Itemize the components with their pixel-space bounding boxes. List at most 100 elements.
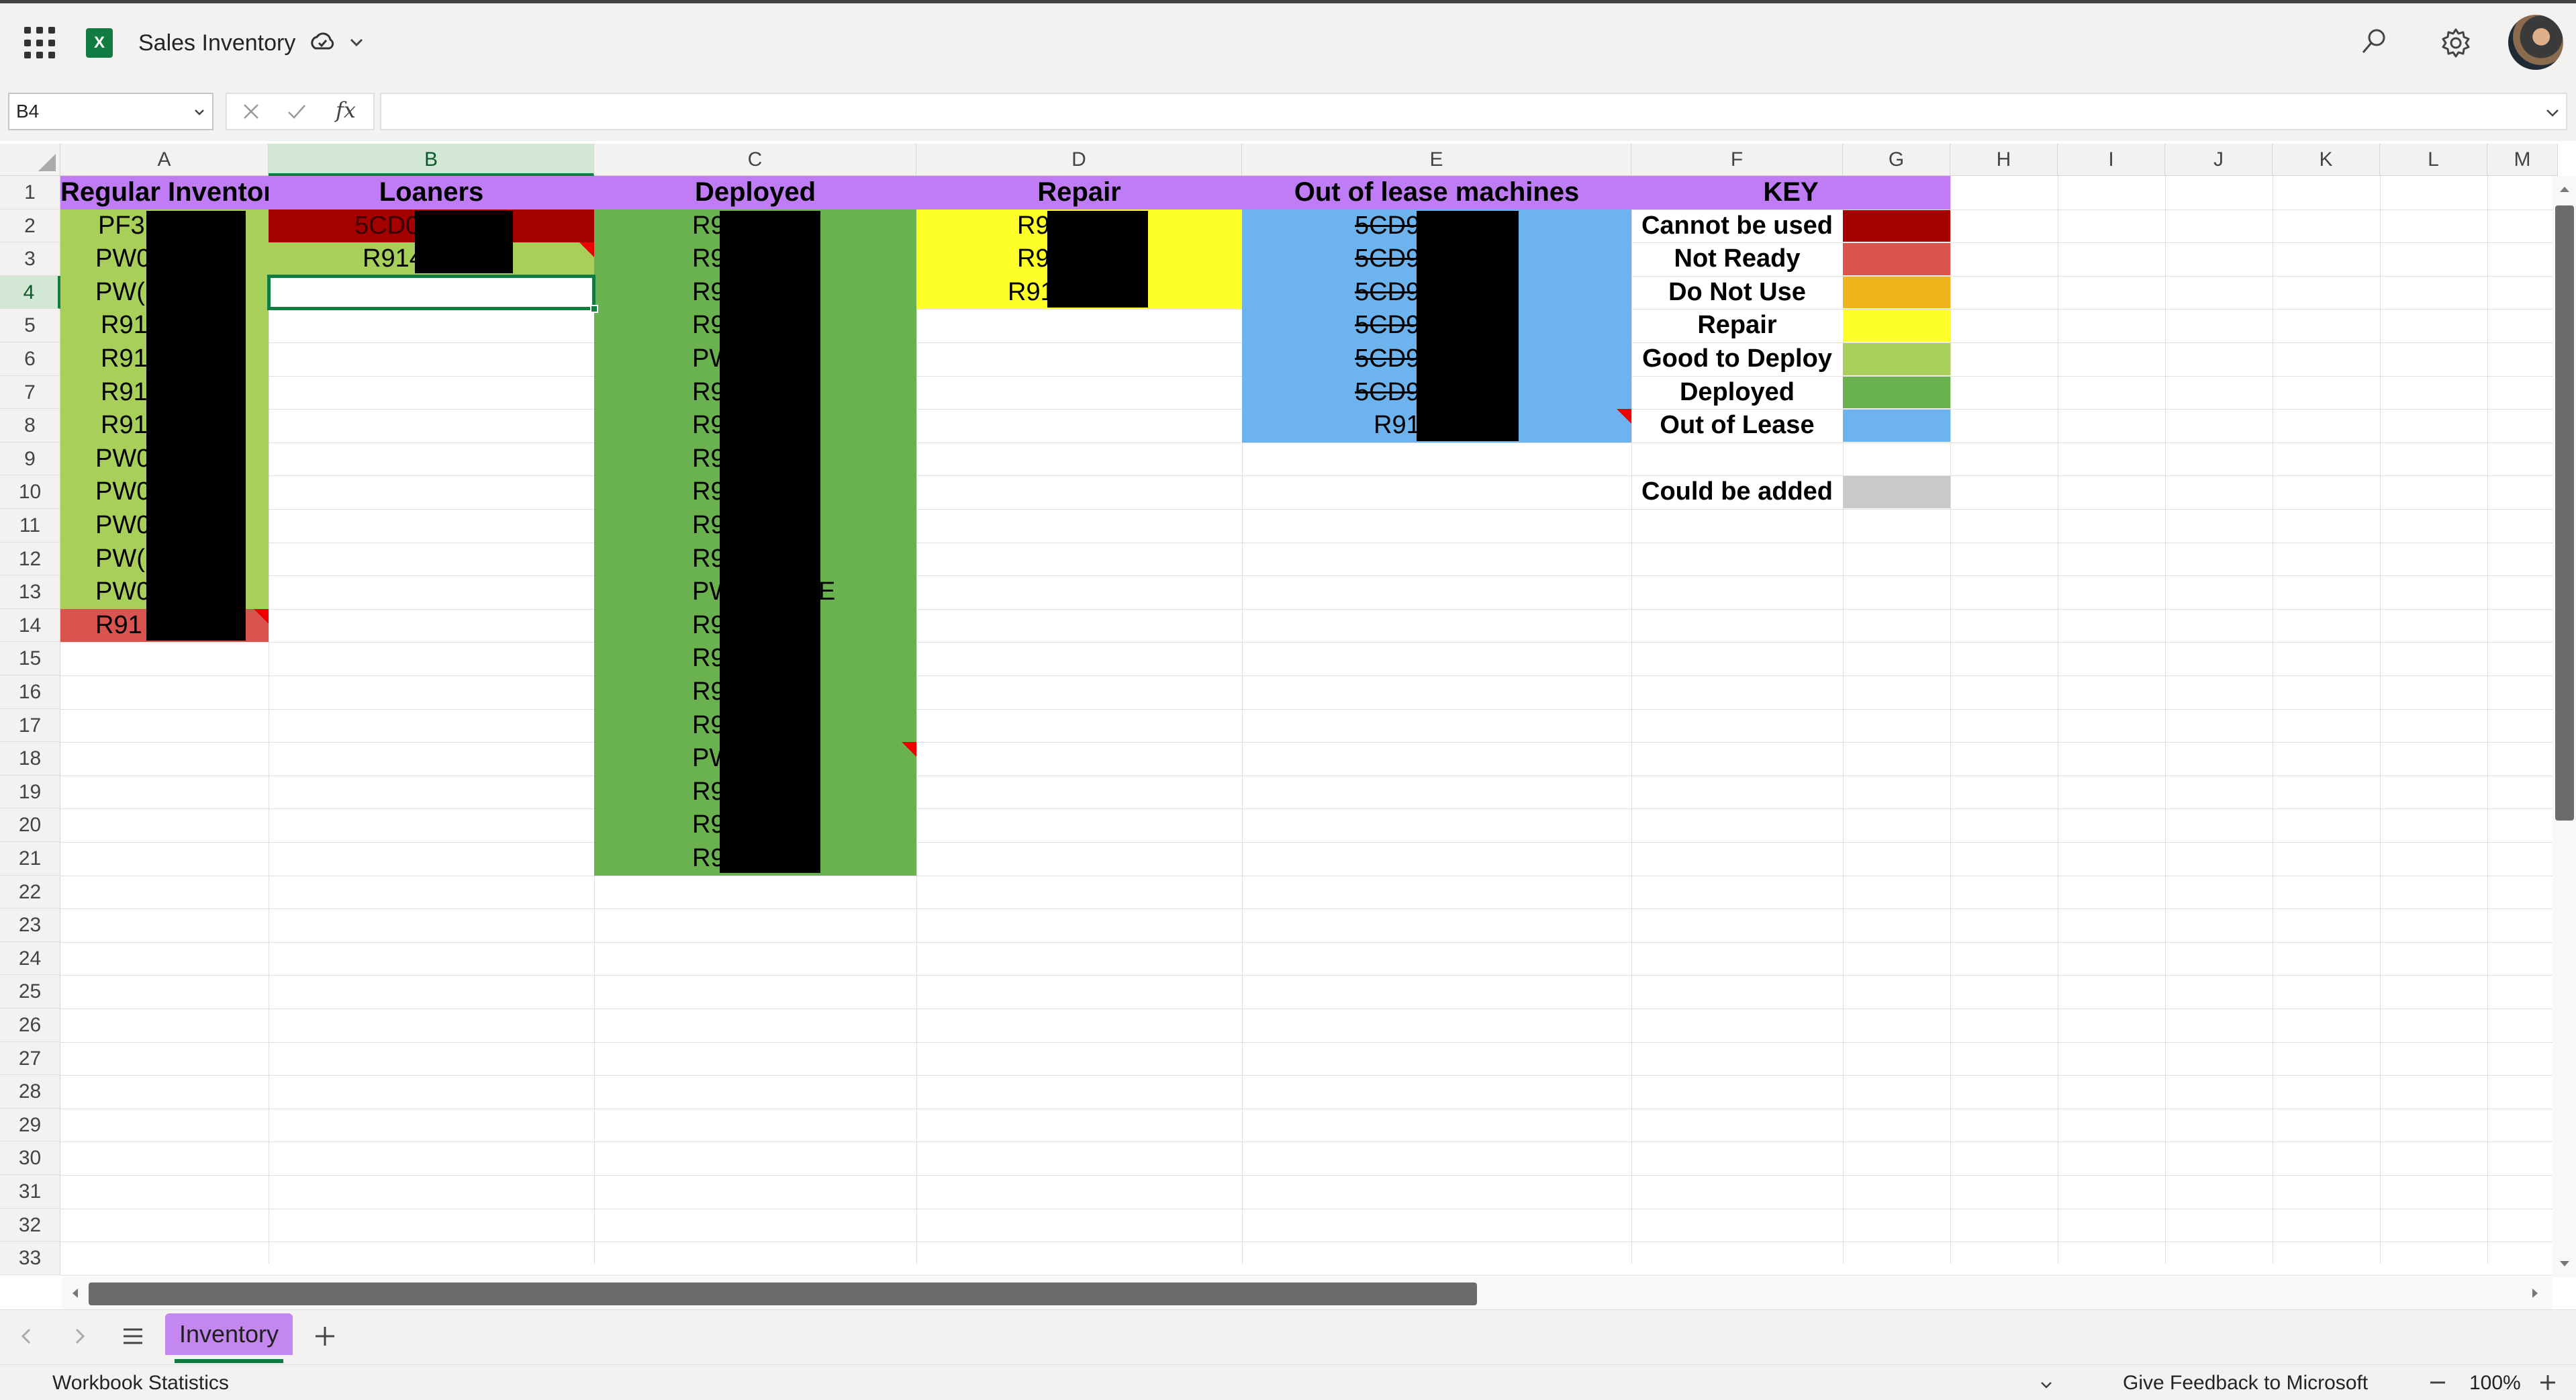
deployed-cell[interactable]: R9 <box>692 377 725 406</box>
out-of-lease-cell[interactable]: 5CD9 <box>1355 311 1421 340</box>
plus-icon[interactable] <box>310 1321 340 1351</box>
chevron-down-icon[interactable] <box>2544 105 2561 121</box>
row-header-17[interactable]: 17 <box>0 708 60 743</box>
row-header-24[interactable]: 24 <box>0 941 60 976</box>
search-icon[interactable] <box>2358 26 2390 58</box>
column-header-e[interactable]: E <box>1242 144 1631 176</box>
deployed-cell[interactable]: R9 <box>692 277 725 306</box>
row-header-9[interactable]: 9 <box>0 442 60 476</box>
zoom-in-icon[interactable] <box>2536 1371 2559 1394</box>
column-header-h[interactable]: H <box>1950 144 2058 176</box>
inventory-cell[interactable]: R91 <box>101 411 148 440</box>
row-header-22[interactable]: 22 <box>0 875 60 909</box>
row-header-19[interactable]: 19 <box>0 775 60 809</box>
inventory-cell[interactable]: PW( <box>95 277 145 306</box>
document-title[interactable]: Sales Inventory <box>138 30 296 56</box>
column-title-repair[interactable]: Repair <box>1037 177 1121 207</box>
inventory-cell[interactable]: R91 <box>101 311 148 340</box>
row-header-18[interactable]: 18 <box>0 742 60 776</box>
row-header-10[interactable]: 10 <box>0 475 60 509</box>
row-header-28[interactable]: 28 <box>0 1075 60 1109</box>
deployed-cell[interactable]: R9 <box>692 810 725 839</box>
deployed-cell[interactable]: R9 <box>692 644 725 673</box>
sheet-list-icon[interactable] <box>120 1323 146 1350</box>
formula-input[interactable] <box>380 93 2567 130</box>
check-icon[interactable] <box>283 98 310 125</box>
repair-cell[interactable]: R91 <box>1008 277 1055 306</box>
fx-icon[interactable]: fx <box>336 97 356 123</box>
row-header-6[interactable]: 6 <box>0 342 60 376</box>
column-header-m[interactable]: M <box>2487 144 2558 176</box>
row-header-33[interactable]: 33 <box>0 1242 60 1275</box>
row-header-11[interactable]: 11 <box>0 509 60 543</box>
deployed-cell[interactable]: R9 <box>692 511 725 539</box>
inventory-cell[interactable]: PW0 <box>95 577 151 606</box>
loaner-cell[interactable]: 5CD0 <box>354 211 420 240</box>
scroll-down-icon[interactable] <box>2557 1256 2573 1272</box>
row-header-29[interactable]: 29 <box>0 1108 60 1142</box>
deployed-cell[interactable]: R9 <box>692 777 725 806</box>
deployed-cell[interactable]: R9 <box>692 411 725 440</box>
row-header-32[interactable]: 32 <box>0 1208 60 1242</box>
deployed-cell[interactable]: R9 <box>692 678 725 706</box>
comment-indicator[interactable] <box>1617 409 1631 424</box>
out-of-lease-cell[interactable]: 5CD9 <box>1355 277 1421 306</box>
out-of-lease-cell[interactable]: 5CD9 <box>1355 244 1421 273</box>
row-header-7[interactable]: 7 <box>0 375 60 410</box>
column-title-loaners[interactable]: Loaners <box>379 177 484 207</box>
column-title-regular[interactable]: Regular Inventory <box>60 177 269 207</box>
scroll-left-icon[interactable] <box>67 1285 83 1301</box>
deployed-cell[interactable]: R9 <box>692 544 725 573</box>
row-header-3[interactable]: 3 <box>0 242 60 276</box>
row-header-5[interactable]: 5 <box>0 309 60 342</box>
comment-indicator[interactable] <box>254 608 269 624</box>
row-header-20[interactable]: 20 <box>0 808 60 842</box>
inventory-cell[interactable]: PF3 <box>98 211 145 240</box>
sheet-tab-inventory[interactable]: Inventory <box>165 1313 293 1363</box>
row-header-12[interactable]: 12 <box>0 542 60 576</box>
inventory-cell[interactable]: R91 <box>101 377 148 406</box>
deployed-cell[interactable]: R9 <box>692 477 725 506</box>
inventory-cell[interactable]: PW0 <box>95 511 151 539</box>
key-label[interactable]: Not Ready <box>1674 244 1801 273</box>
prev-sheet-icon[interactable] <box>15 1324 39 1348</box>
row-header-15[interactable]: 15 <box>0 642 60 675</box>
row-header-16[interactable]: 16 <box>0 675 60 709</box>
gear-icon[interactable] <box>2438 26 2473 60</box>
key-label[interactable]: Repair <box>1697 311 1777 340</box>
column-header-g[interactable]: G <box>1843 144 1950 176</box>
column-header-i[interactable]: I <box>2058 144 2165 176</box>
row-header-30[interactable]: 30 <box>0 1141 60 1175</box>
avatar[interactable] <box>2508 15 2563 70</box>
inventory-cell[interactable]: R91 <box>101 344 148 373</box>
inventory-cell[interactable]: PW( <box>95 544 145 573</box>
repair-cell[interactable]: R9 <box>1017 244 1050 273</box>
repair-cell[interactable]: R9 <box>1017 211 1050 240</box>
column-header-k[interactable]: K <box>2273 144 2380 176</box>
deployed-cell[interactable]: R9 <box>692 610 725 639</box>
column-header-b[interactable]: B <box>269 144 594 176</box>
out-of-lease-cell[interactable]: 5CD9 <box>1355 377 1421 406</box>
deployed-cell[interactable]: R9 <box>692 211 725 240</box>
row-header-26[interactable]: 26 <box>0 1009 60 1042</box>
zoom-level[interactable]: 100% <box>2469 1372 2521 1394</box>
row-header-1[interactable]: 1 <box>0 176 60 209</box>
chevron-down-icon[interactable] <box>2038 1376 2054 1393</box>
row-header-21[interactable]: 21 <box>0 842 60 876</box>
give-feedback-link[interactable]: Give Feedback to Microsoft <box>2123 1372 2369 1394</box>
column-header-l[interactable]: L <box>2380 144 2487 176</box>
row-header-14[interactable]: 14 <box>0 608 60 643</box>
key-label[interactable]: Deployed <box>1679 377 1795 406</box>
inventory-cell[interactable]: PW0 <box>95 477 151 506</box>
comment-indicator[interactable] <box>579 242 594 258</box>
column-header-c[interactable]: C <box>594 144 916 176</box>
key-label[interactable]: Cannot be used <box>1641 211 1833 240</box>
deployed-cell-trail[interactable]: E <box>818 577 836 606</box>
column-header-f[interactable]: F <box>1631 144 1843 176</box>
inventory-cell[interactable]: R91 <box>95 610 142 639</box>
deployed-cell[interactable]: R9 <box>692 244 725 273</box>
comment-indicator[interactable] <box>902 742 916 757</box>
column-header-j[interactable]: J <box>2165 144 2273 176</box>
deployed-cell[interactable]: R9 <box>692 844 725 872</box>
inventory-cell[interactable]: PW0 <box>95 244 151 273</box>
